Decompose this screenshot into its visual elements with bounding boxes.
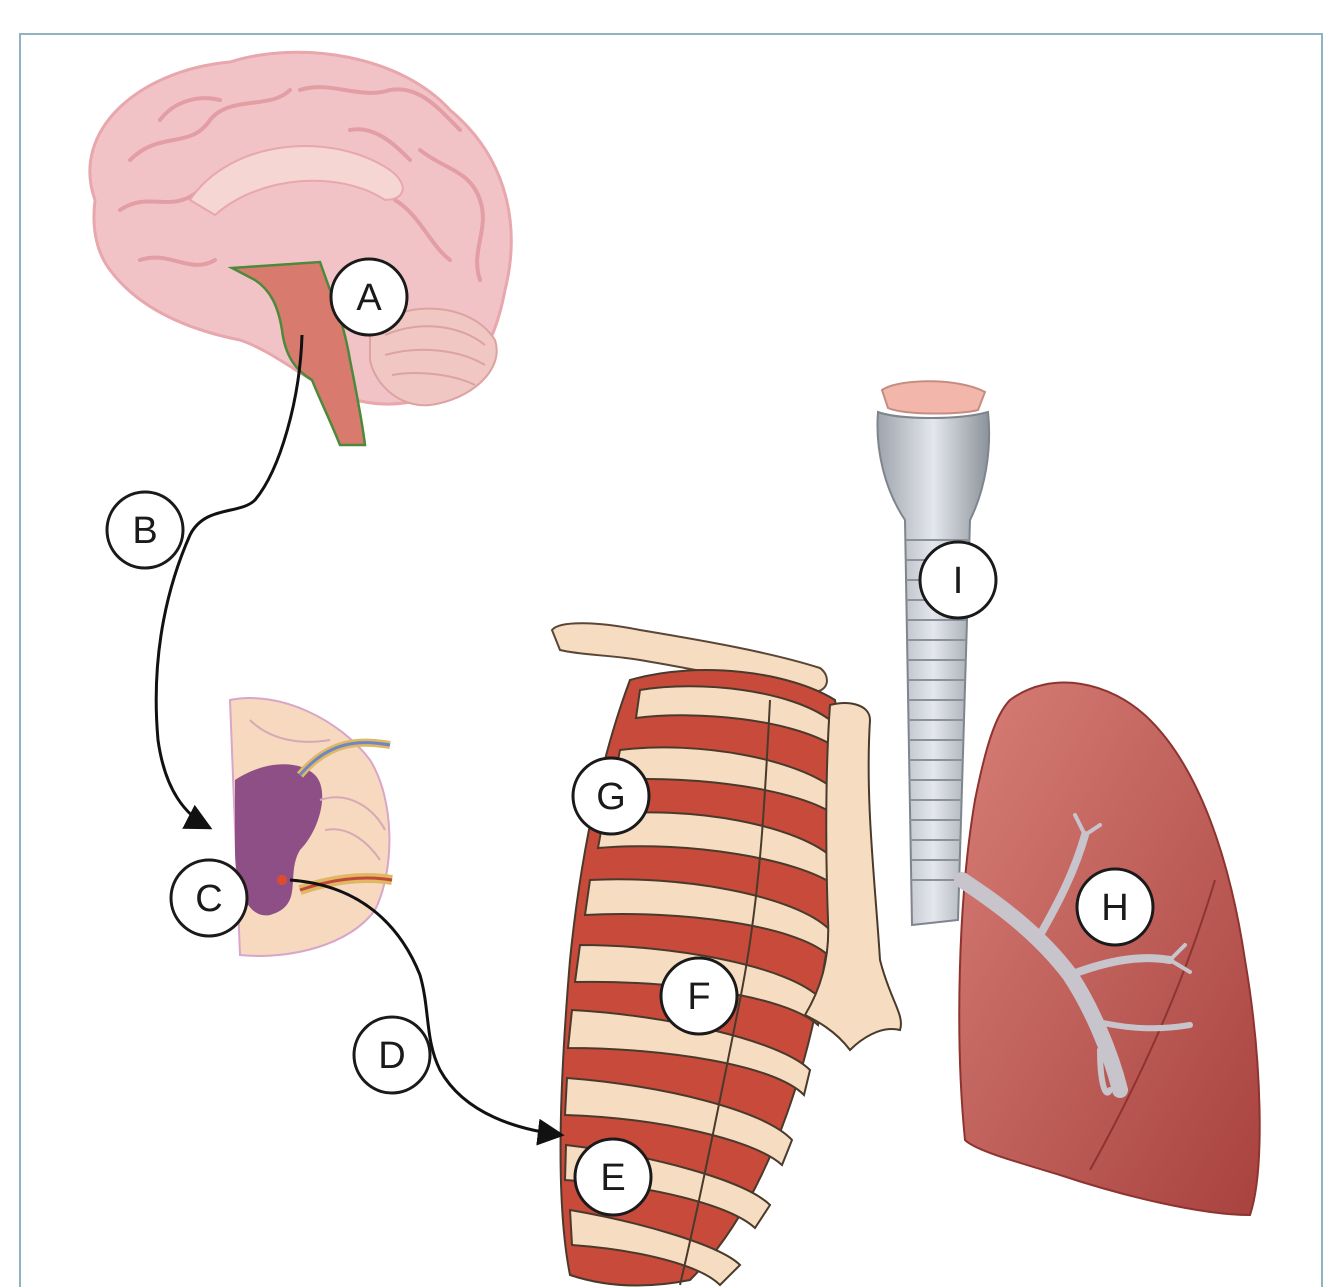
label-g: G: [573, 758, 649, 834]
label-d: D: [354, 1017, 430, 1093]
svg-text:E: E: [600, 1157, 625, 1199]
svg-text:D: D: [378, 1035, 405, 1077]
svg-text:F: F: [687, 976, 710, 1018]
label-e: E: [575, 1139, 651, 1215]
label-h: H: [1077, 869, 1153, 945]
label-f: F: [661, 958, 737, 1034]
label-c: C: [171, 860, 247, 936]
label-b: B: [107, 492, 183, 568]
label-a: A: [331, 259, 407, 335]
svg-text:I: I: [953, 560, 964, 602]
svg-text:H: H: [1101, 887, 1128, 929]
svg-text:A: A: [356, 277, 382, 319]
svg-text:C: C: [195, 878, 222, 920]
svg-text:B: B: [132, 510, 157, 552]
label-i: I: [920, 542, 996, 618]
svg-text:G: G: [596, 776, 626, 818]
